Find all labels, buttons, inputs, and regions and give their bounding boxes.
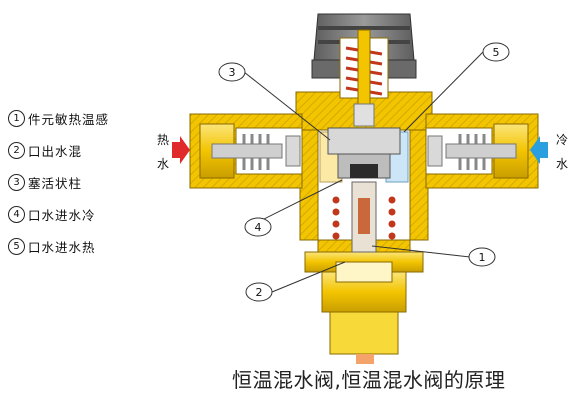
thermal-element [332, 181, 396, 253]
legend-item: 3 柱状活塞 [8, 166, 143, 198]
mixed-outlet-connector [356, 354, 374, 364]
legend-text: 混水出口 [28, 143, 83, 159]
parts-legend: 1 感温热敏元件 2 混水出口 3 柱状活塞 4 冷水进水口 5 热水进水口 [8, 102, 143, 262]
legend-item: 2 混水出口 [8, 134, 143, 166]
callout-3-number: 3 [229, 66, 236, 79]
cold-water-label: 冷 水 [555, 128, 569, 176]
legend-number: 5 [8, 237, 25, 255]
hot-label-char-2: 水 [156, 157, 169, 171]
callout-5: 5 [482, 42, 510, 62]
cold-label-char-2: 水 [555, 157, 568, 171]
legend-item: 4 冷水进水口 [8, 198, 143, 230]
cylindrical-piston [327, 127, 401, 179]
callout-1-number: 1 [479, 251, 486, 264]
legend-number: 4 [8, 205, 25, 223]
image-caption: 恒温混水阀,恒温混水阀的原理 [232, 368, 506, 392]
hot-label-char-1: 热 [156, 133, 169, 147]
callout-2-number: 2 [256, 286, 263, 299]
hot-water-inlet [189, 113, 303, 189]
callout-2: 2 [245, 282, 273, 302]
legend-item: 5 热水进水口 [8, 230, 143, 262]
upper-spring [339, 29, 389, 127]
legend-number: 1 [8, 109, 25, 127]
legend-number: 2 [8, 141, 25, 159]
callout-4: 4 [244, 217, 272, 237]
legend-text: 冷水进水口 [28, 207, 96, 223]
legend-text: 柱状活塞 [28, 175, 83, 191]
callout-3: 3 [218, 62, 246, 82]
callout-4-number: 4 [255, 221, 262, 234]
hot-water-label: 热 水 [156, 128, 170, 176]
legend-text: 热水进水口 [28, 239, 96, 255]
callout-5-number: 5 [493, 46, 500, 59]
legend-text: 感温热敏元件 [28, 111, 110, 127]
legend-number: 3 [8, 173, 25, 191]
legend-item: 1 感温热敏元件 [8, 102, 143, 134]
hot-water-arrow [172, 136, 190, 164]
cold-water-arrow [530, 136, 548, 164]
cold-water-inlet [425, 113, 539, 189]
cold-label-char-1: 冷 [555, 133, 568, 147]
callout-1: 1 [468, 247, 496, 267]
